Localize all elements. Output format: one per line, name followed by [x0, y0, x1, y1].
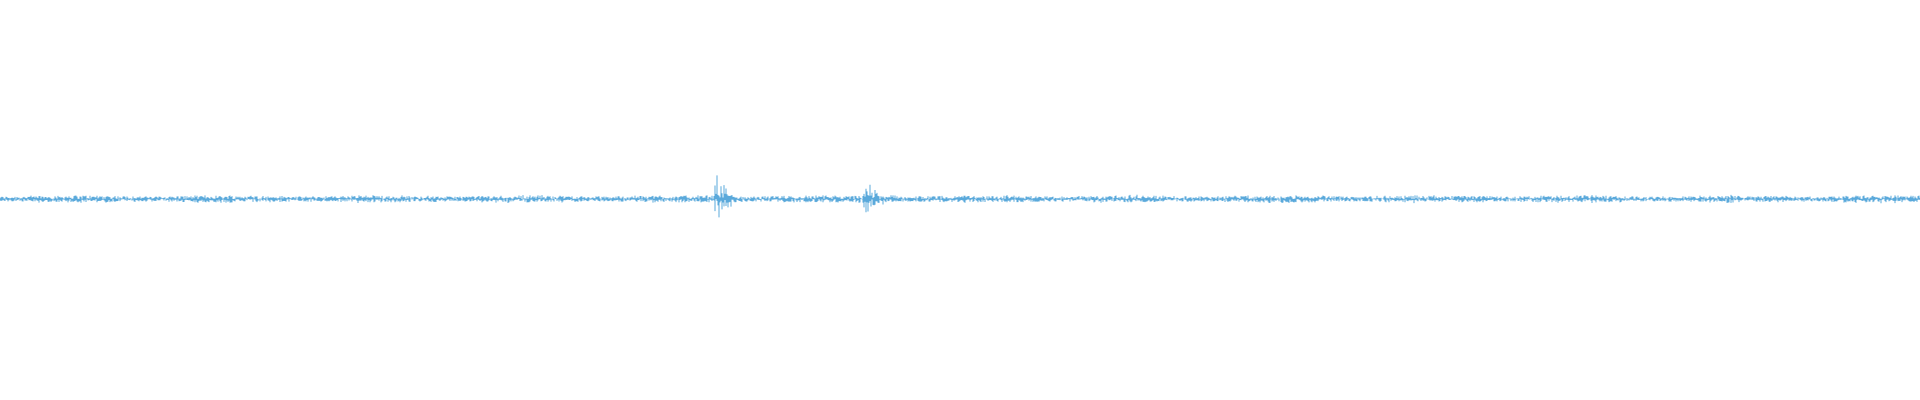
waveform-trace — [0, 175, 1920, 218]
